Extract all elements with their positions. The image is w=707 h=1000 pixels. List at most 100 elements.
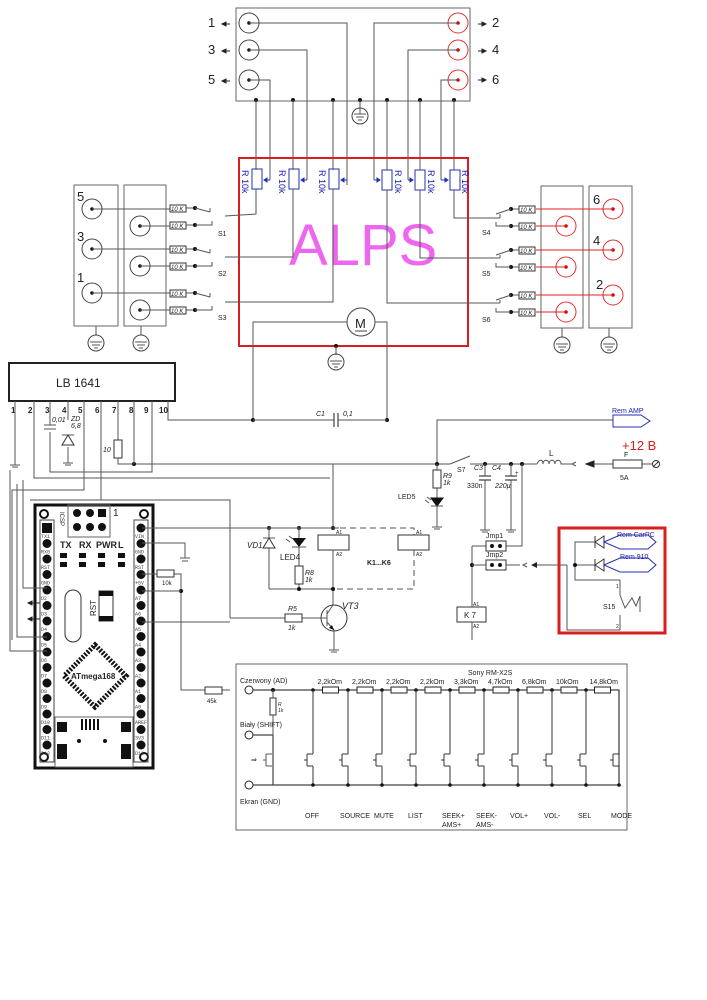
header-pin: [42, 616, 52, 626]
jumper-jmp1[interactable]: [485, 540, 507, 552]
terminal-white: [244, 730, 254, 740]
arrow-left-icon: [26, 616, 40, 622]
rem-amp-connector[interactable]: Rem AMP: [612, 408, 651, 428]
k7-label: K 7: [464, 611, 477, 620]
arduino-nano-board: 1 ICSP TX1RX0RSTGNDD2D3D4D5D6D7D8D9D10D1…: [9, 470, 333, 770]
junction-dot: [414, 783, 418, 787]
pot-3: [328, 168, 340, 190]
zener-name: ZD: [70, 416, 80, 423]
ladder-resistor: [526, 686, 544, 694]
svg-text:1k: 1k: [278, 708, 284, 714]
arrow-left-icon: [220, 78, 230, 84]
junction-dot: [311, 783, 315, 787]
resistor-label: 10 K: [171, 292, 184, 298]
resistor-label: 10 K: [520, 225, 533, 231]
header-pin: [42, 725, 52, 734]
jumper-jmp2[interactable]: [485, 559, 507, 571]
output-connector-block: [220, 7, 488, 185]
svg-text:PWR: PWR: [96, 540, 117, 550]
ground-icon: [600, 336, 618, 354]
alps-title: ALPS: [289, 213, 437, 278]
input-label-1: 1: [77, 270, 84, 285]
svg-text:5: 5: [78, 406, 83, 415]
output-label-5: 5: [208, 72, 215, 87]
chip-label: ATmega168: [71, 672, 116, 681]
ladder-button-switch: [304, 690, 314, 785]
led5-icon: [430, 497, 444, 507]
pin-label: 3V3: [135, 736, 144, 742]
ladder-button-switch: [407, 690, 417, 785]
reset-label: RST: [89, 600, 98, 616]
svg-text:A2: A2: [416, 552, 422, 558]
c1-name: C1: [316, 411, 325, 418]
svg-text:1: 1: [616, 584, 619, 590]
svg-text:A2: A2: [473, 624, 479, 630]
motor-icon: M: [346, 307, 376, 337]
junction-dot: [550, 783, 554, 787]
header-pin: [136, 554, 146, 564]
pin-label: VIN: [135, 534, 144, 540]
pot-5: [414, 169, 426, 191]
arrow-right-icon: ⇒: [251, 757, 257, 764]
button-label: VOL-: [544, 813, 561, 820]
button-label: SEEK+: [442, 813, 465, 820]
screen-wire-label: Ekran (GND): [240, 799, 280, 806]
button-label: SOURCE: [340, 813, 370, 820]
led5-label: LED5: [398, 494, 416, 501]
ladder-resistor: [492, 686, 510, 694]
svg-text:1: 1: [113, 508, 119, 519]
pin-label: D6: [41, 658, 47, 664]
resistor-label: 10 K: [520, 311, 533, 317]
ladder-button-switch: [373, 690, 383, 785]
junction-dot: [380, 783, 384, 787]
r8-name: R8: [305, 570, 314, 577]
fuse-name: F: [624, 452, 628, 459]
input-label-3: 3: [77, 229, 84, 244]
pin-label: +5V: [135, 581, 144, 587]
resistor-label: 10 K: [171, 248, 184, 254]
ladder-resistor-label: 14,8kOm: [590, 679, 619, 686]
header-pin: [42, 554, 52, 564]
atmega-chip: ATmega168: [60, 641, 130, 711]
pin-label: RST: [41, 565, 50, 571]
pin-label: A4: [135, 643, 141, 649]
svg-text:A1: A1: [416, 530, 422, 536]
pot-2: [288, 168, 300, 190]
sony-remote-block: Sony RM-X2S Czerwony (AD) Biały (SHIFT) …: [235, 663, 632, 831]
input-label-4: 4: [593, 233, 600, 248]
junction-dot: [584, 783, 588, 787]
terminal-screen: [244, 780, 254, 790]
svg-text:8: 8: [129, 406, 134, 415]
ladder-resistor-label: 10kOm: [556, 679, 579, 686]
button-label: VOL+: [510, 813, 528, 820]
header-pin: [136, 663, 146, 672]
header-pin: [136, 570, 146, 579]
r9-value: 1k: [443, 480, 451, 487]
r5-value: 1k: [288, 625, 296, 632]
ladder-button-switch: [339, 690, 349, 785]
junction-dot: [516, 783, 520, 787]
arrow-right-icon: [478, 77, 488, 83]
status-leds: TX RX PWR L: [60, 540, 125, 567]
ladder-resistor-label: 6,8kOm: [522, 679, 547, 686]
c4-value: 220µ: [494, 483, 511, 490]
ladder-resistor-label: 2,2kOm: [420, 679, 445, 686]
right-input-block: 6 4 2 10 K 10 K 10 K 10 K 10 K 10 K S4: [482, 185, 633, 354]
svg-text:1: 1: [11, 406, 16, 415]
s15-label: S15: [603, 604, 616, 611]
switch-label-s2: S2: [218, 271, 227, 278]
input-label-6: 6: [593, 192, 600, 207]
input-label-2: 2: [596, 277, 603, 292]
pin-label: D10: [41, 720, 50, 726]
rem-910-label: Rem 910: [620, 554, 649, 561]
relay-coil: [397, 534, 430, 551]
header-pin: [136, 601, 146, 610]
button-label: OFF: [305, 813, 319, 820]
header-pin: [42, 523, 52, 533]
pot-label: R 10k: [426, 170, 436, 194]
arrow-left-icon: [26, 600, 40, 606]
svg-text:TX: TX: [60, 540, 72, 550]
